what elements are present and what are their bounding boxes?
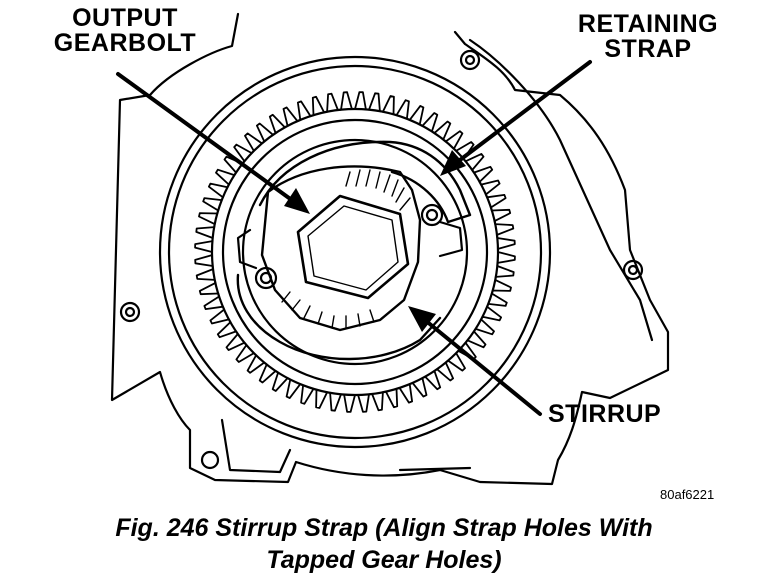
retaining-strap (236, 140, 472, 361)
ring-gear-inner-ring (221, 118, 489, 386)
mount-hole-right (622, 259, 644, 281)
housing-lower-web (220, 418, 472, 474)
flange-mid-ring (167, 64, 543, 440)
mount-hole-upper-inner (464, 54, 476, 66)
stirrup-body (260, 165, 422, 332)
figure-caption-line1: Fig. 246 Stirrup Strap (Align Strap Hole… (115, 514, 653, 542)
housing-outline (110, 12, 670, 486)
output-gearbolt-hex (296, 194, 410, 300)
housing-inner-edge (468, 38, 654, 342)
stirrup-label: STIRRUP (548, 400, 662, 428)
strap-hole-right-inner (425, 208, 439, 222)
mount-hole-right-inner (627, 264, 639, 276)
mount-hole-lower (200, 450, 220, 470)
strap-hole-right (420, 203, 444, 227)
retaining-strap-leader (450, 60, 592, 168)
figure-code: 80af6221 (660, 487, 715, 502)
mount-hole-left-inner (124, 306, 136, 318)
output-gearbolt-label: OUTPUT GEARBOLT (40, 6, 210, 56)
strap-tab-left (236, 228, 258, 270)
output-gearbolt-arrowhead (284, 188, 310, 214)
figure-caption-line2: Tapped Gear Holes) (266, 546, 502, 574)
stirrup-arrowhead (408, 306, 436, 332)
output-gearbolt-hex-inner (307, 205, 399, 291)
mount-hole-upper (459, 49, 481, 71)
retaining-strap-label-line1: RETAINING (577, 10, 719, 38)
strap-hole-left (254, 266, 278, 290)
retaining-strap-label: RETAINING STRAP (558, 12, 738, 62)
ring-gear-bore (241, 138, 469, 366)
flange-outer-ring (158, 55, 552, 449)
strap-hole-left-inner (259, 271, 273, 285)
ring-gear-root (210, 107, 500, 397)
retaining-strap-arrowhead (440, 150, 466, 176)
output-gearbolt-label-line2: GEARBOLT (53, 29, 197, 57)
mount-hole-left (119, 301, 141, 323)
figure-caption: Fig. 246 Stirrup Strap (Align Strap Hole… (0, 512, 768, 576)
retaining-strap-label-line2: STRAP (604, 35, 692, 63)
stirrup-leader (418, 314, 542, 416)
stirrup-hatch-upper (345, 169, 411, 211)
strap-tab-right (438, 220, 464, 258)
output-gearbolt-label-line1: OUTPUT (72, 4, 178, 32)
stirrup-hatch-lower (281, 291, 375, 329)
output-gearbolt-leader (116, 72, 302, 208)
